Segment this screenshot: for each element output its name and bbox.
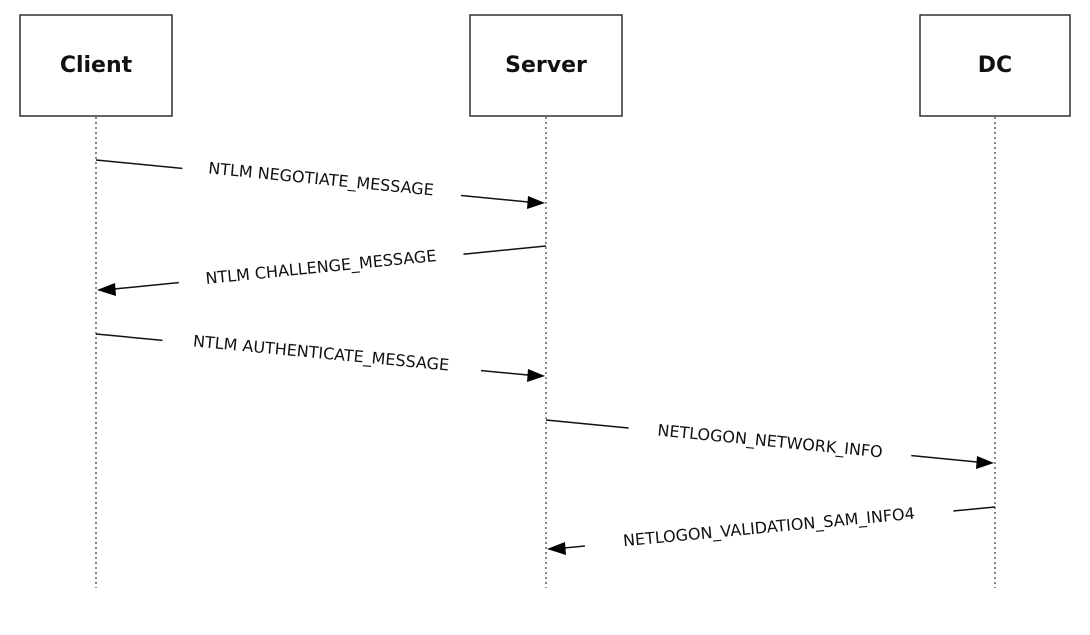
- participant-dc: DC: [919, 14, 1071, 117]
- participant-server: Server: [469, 14, 623, 117]
- message-4: NETLOGON_NETWORK_INFO: [545, 412, 994, 470]
- message-1-arrowhead: [527, 196, 545, 209]
- participant-server-label: Server: [505, 53, 587, 78]
- message-1: NTLM NEGOTIATE_MESSAGE: [95, 150, 545, 209]
- message-5-arrowhead: [547, 542, 566, 555]
- message-3: NTLM AUTHENTICATE_MESSAGE: [95, 323, 545, 384]
- participant-client: Client: [19, 14, 173, 117]
- message-3-arrowhead: [527, 369, 545, 382]
- participant-client-label: Client: [60, 53, 133, 78]
- message-2: NTLM CHALLENGE_MESSAGE: [97, 237, 547, 297]
- message-2-arrowhead: [97, 283, 116, 296]
- participant-dc-label: DC: [978, 53, 1012, 78]
- message-4-arrowhead: [976, 456, 994, 469]
- message-5: NETLOGON_VALIDATION_SAM_INFO4: [547, 494, 996, 560]
